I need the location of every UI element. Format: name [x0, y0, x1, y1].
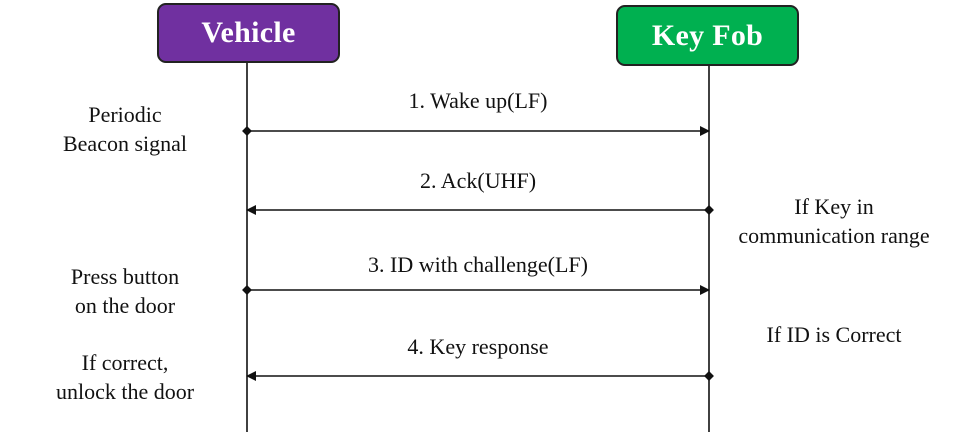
- message-origin-marker-4: [704, 371, 714, 381]
- message-origin-marker-1: [242, 126, 252, 136]
- message-origin-marker-2: [704, 205, 714, 215]
- vehicle-actor-label: Vehicle: [201, 16, 296, 49]
- message-label-3: 3. ID with challenge(LF): [368, 252, 588, 277]
- message-label-2: 2. Ack(UHF): [419, 168, 537, 193]
- note-periodic-beacon: Periodic Beacon signal: [62, 102, 188, 156]
- message-label-1: 1. Wake up(LF): [408, 88, 548, 113]
- note-press-button: Press button on the door: [70, 264, 180, 318]
- message-label-4: 4. Key response: [407, 334, 549, 359]
- note-id-correct: If ID is Correct: [766, 322, 902, 347]
- keyfob-actor-box: Key Fob: [616, 5, 799, 66]
- note-key-in-range: If Key in communication range: [738, 194, 930, 248]
- message-origin-marker-3: [242, 285, 252, 295]
- keyfob-actor-label: Key Fob: [651, 18, 764, 52]
- vehicle-actor-box: Vehicle: [157, 3, 340, 63]
- note-unlock-door: If correct, unlock the door: [55, 350, 195, 404]
